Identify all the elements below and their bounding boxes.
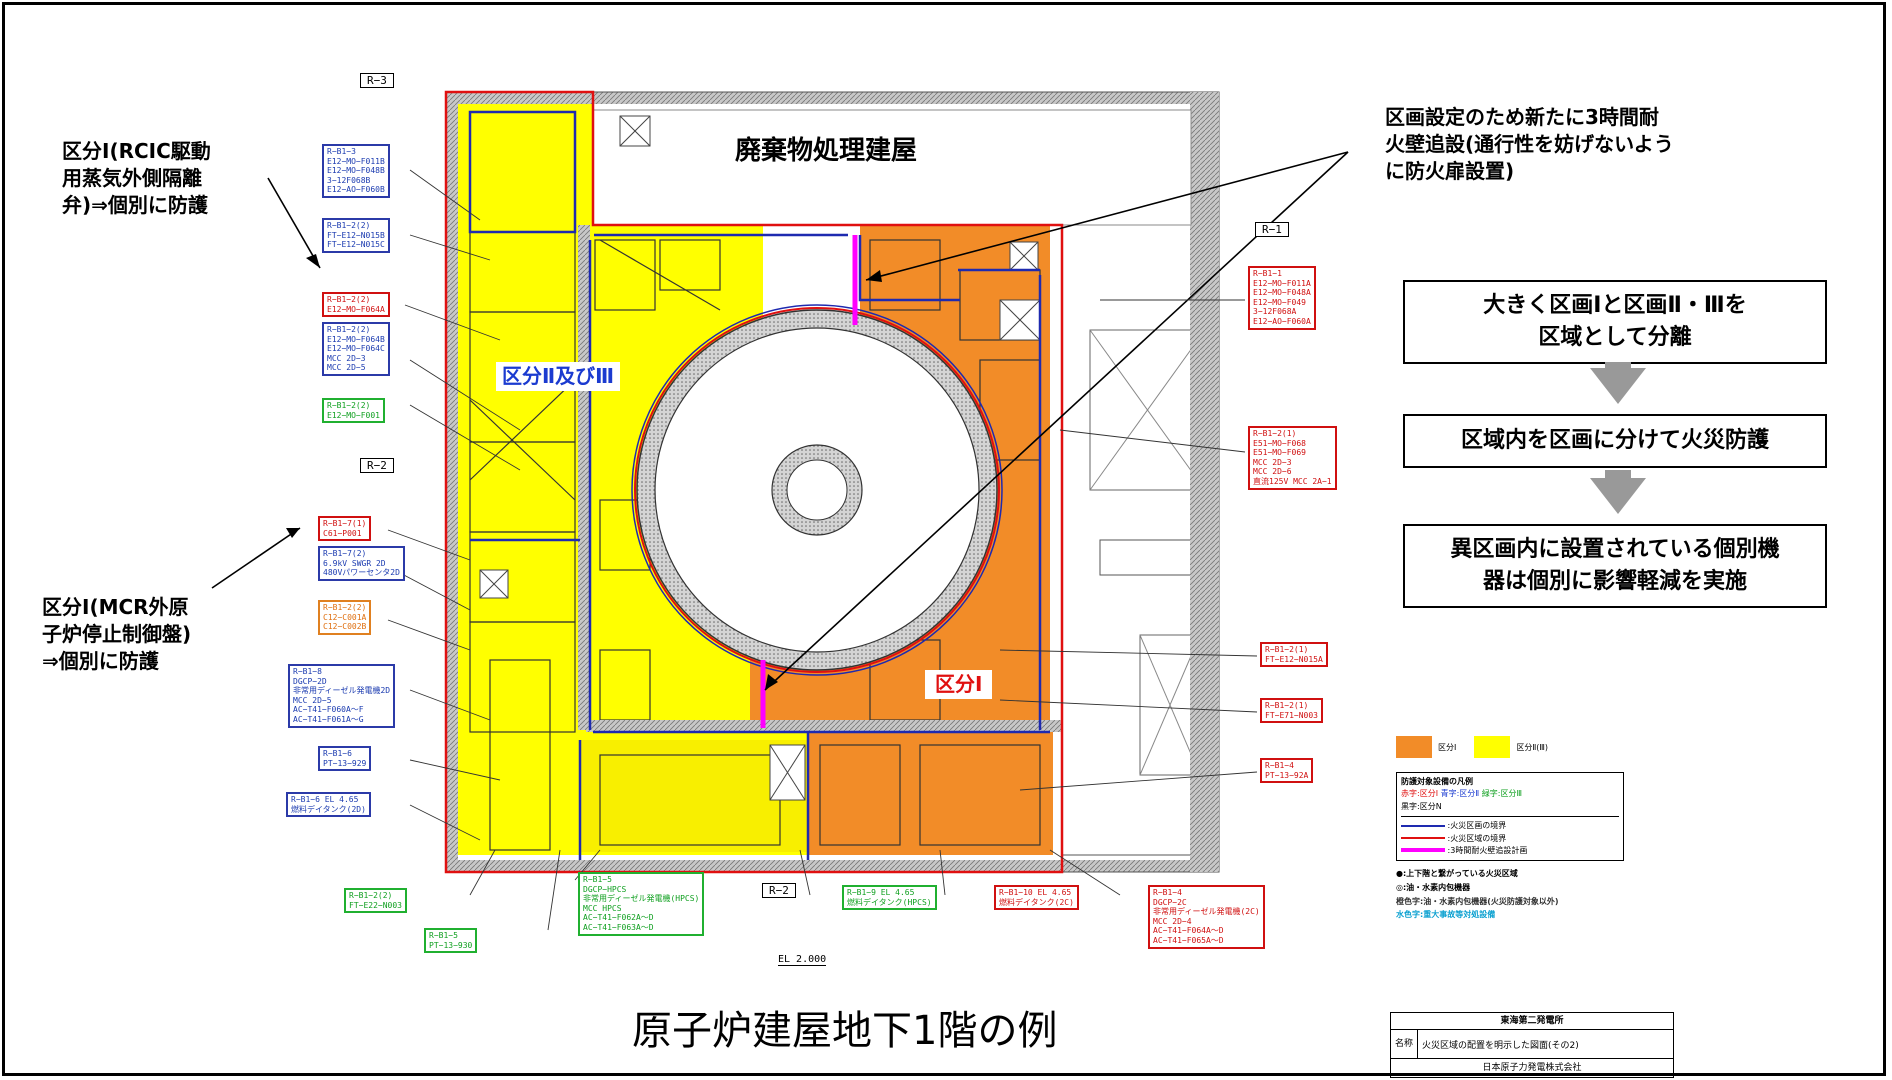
callout-firewall: 区画設定のため新たに3時間耐火壁追設(通行性を妨げないように防火扉設置)	[1385, 105, 1674, 183]
arrowheads	[286, 254, 882, 690]
flow-arrow-2	[1590, 478, 1646, 514]
equipment-label: R−B1−2(2)E12−MO−F064A	[322, 292, 390, 318]
legend-black: 黒字:区分N	[1401, 801, 1442, 811]
flow-step-1: 大きく区画Ⅰと区画Ⅱ・Ⅲを区域として分離	[1403, 280, 1827, 364]
flow-step-3: 異区画内に設置されている個別機器は個別に影響軽減を実施	[1403, 524, 1827, 608]
legend-line2: :火災区域の境界	[1447, 833, 1507, 843]
room-tag-r1: R−1	[1255, 222, 1289, 237]
legend-note2: ◎:油・水素内包機器	[1396, 882, 1471, 892]
legend: 区分Ⅰ 区分Ⅱ(Ⅲ) 防護対象設備の凡例 赤字:区分Ⅰ 青字:区分Ⅱ 緑字:区分…	[1396, 736, 1626, 922]
legend-table: 防護対象設備の凡例 赤字:区分Ⅰ 青字:区分Ⅱ 緑字:区分Ⅲ 黒字:区分N :火…	[1396, 772, 1624, 862]
elevation-label: EL 2.000	[778, 954, 827, 966]
title-block: 東海第二発電所 名称 火災区域の配置を明示した図面(その2) 日本原子力発電株式…	[1390, 1012, 1674, 1078]
equipment-label: R−B1−7(1)C61−P001	[318, 516, 372, 542]
building-label: 廃棄物処理建屋	[725, 134, 928, 170]
legend-swatch-div1	[1396, 736, 1432, 758]
flow-step-2: 区域内を区画に分けて火災防護	[1403, 414, 1827, 468]
label-connectors	[384, 169, 1258, 931]
title-block-company: 日本原子力発電株式会社	[1482, 1063, 1582, 1073]
legend-line-magenta	[1401, 848, 1445, 853]
flow-arrow-1-stem	[1605, 362, 1631, 372]
leader-lines	[211, 151, 1349, 691]
callout-mcr: 区分Ⅰ(MCR外原子炉停止制御盤)⇒個別に防護	[42, 595, 192, 673]
zone-label-div23: 区分Ⅱ及びⅢ	[496, 362, 621, 391]
room-tag-r2-left: R−2	[360, 458, 394, 473]
room-tag-r3: R−3	[360, 73, 394, 88]
legend-green: 緑字:区分Ⅲ	[1481, 789, 1523, 799]
equipment-label: R−B1−2(2)FT−E22−N003	[344, 888, 407, 914]
legend-line1: :火災区画の境界	[1447, 821, 1507, 831]
equipment-label: R−B1−2(2)E12−MO−F001	[322, 398, 385, 424]
legend-note3: 橙色字:油・水素内包機器(火災防護対象以外)	[1396, 896, 1559, 906]
compartment-boundary-blue	[468, 110, 1050, 860]
legend-swatch-div23	[1474, 736, 1511, 758]
title-block-name-label: 名称	[1391, 1030, 1419, 1058]
legend-red: 赤字:区分Ⅰ	[1401, 789, 1439, 799]
zone-label-div1: 区分Ⅰ	[925, 670, 993, 699]
legend-note4: 水色字:重大事故等対処設備	[1396, 910, 1496, 920]
equipment-label: R−B1−2(1)FT−E12−N015A	[1260, 642, 1328, 668]
legend-blue: 青字:区分Ⅱ	[1440, 789, 1480, 799]
equipment-label: R−B1−2(1)FT−E71−N003	[1260, 698, 1323, 724]
flow-arrow-2-stem	[1605, 470, 1631, 480]
shafts	[479, 115, 1041, 801]
reactor-ring	[631, 304, 1003, 676]
legend-heading: 防護対象設備の凡例	[1401, 777, 1473, 786]
legend-div1: 区分Ⅰ	[1438, 742, 1457, 752]
legend-line3: :3時間耐火壁追設計画	[1447, 845, 1528, 855]
legend-line-red	[1401, 837, 1445, 840]
title-block-name: 火災区域の配置を明示した図面(その2)	[1422, 1040, 1579, 1051]
zone-boundary-red	[444, 90, 1064, 874]
flow-arrow-1	[1590, 368, 1646, 404]
title-block-plant: 東海第二発電所	[1391, 1013, 1673, 1030]
legend-note1: ●:上下階と繋がっている火災区域	[1396, 869, 1518, 879]
footer-title: 原子炉建屋地下1階の例	[632, 1008, 1058, 1054]
room-tag-r2-bottom: R−2	[762, 883, 796, 898]
legend-line-blue	[1401, 824, 1445, 827]
legend-div23: 区分Ⅱ(Ⅲ)	[1516, 742, 1549, 752]
callout-rcic: 区分Ⅰ(RCIC駆動用蒸気外側隔離弁)⇒個別に防護	[62, 139, 211, 217]
new-fire-walls	[760, 235, 858, 728]
